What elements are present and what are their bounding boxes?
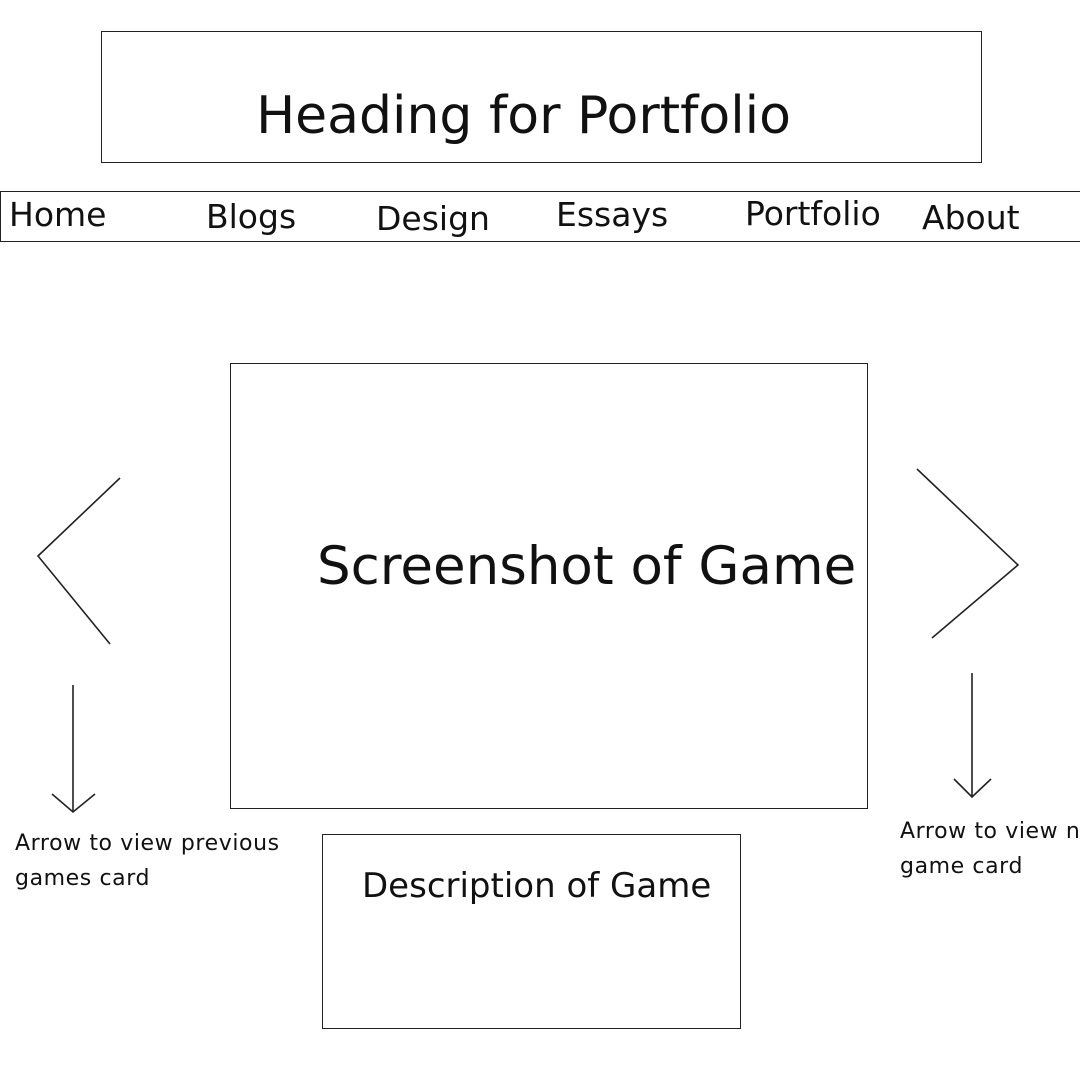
prev-arrow-note-line1: Arrow to view previous — [15, 831, 280, 856]
nav-item-blogs[interactable]: Blogs — [206, 197, 297, 236]
nav-item-design[interactable]: Design — [376, 199, 490, 238]
nav-item-about[interactable]: About — [922, 198, 1020, 237]
next-arrow-note-line2: game card — [900, 854, 1024, 879]
arrow-down-icon — [51, 685, 96, 814]
chevron-right-icon[interactable] — [910, 462, 1025, 644]
prev-arrow-note-line2: games card — [15, 866, 151, 891]
game-description-label: Description of Game — [362, 866, 712, 906]
prev-arrow-note: Arrow to view previous games card — [15, 826, 280, 896]
game-description: Description of Game — [322, 834, 741, 1029]
arrow-down-icon — [953, 673, 992, 799]
nav-item-home[interactable]: Home — [9, 195, 107, 234]
next-arrow-note: Arrow to view next game card — [900, 814, 1080, 884]
nav-item-portfolio[interactable]: Portfolio — [745, 194, 881, 233]
game-screenshot: Screenshot of Game — [230, 363, 868, 809]
page-header: Heading for Portfolio — [101, 31, 982, 163]
nav-item-essays[interactable]: Essays — [556, 195, 669, 234]
page-title: Heading for Portfolio — [256, 86, 791, 146]
next-arrow-note-line1: Arrow to view next — [900, 819, 1080, 844]
nav-bar: Home Blogs Design Essays Portfolio About — [0, 191, 1080, 242]
game-screenshot-label: Screenshot of Game — [317, 536, 857, 597]
chevron-left-icon[interactable] — [30, 470, 125, 650]
